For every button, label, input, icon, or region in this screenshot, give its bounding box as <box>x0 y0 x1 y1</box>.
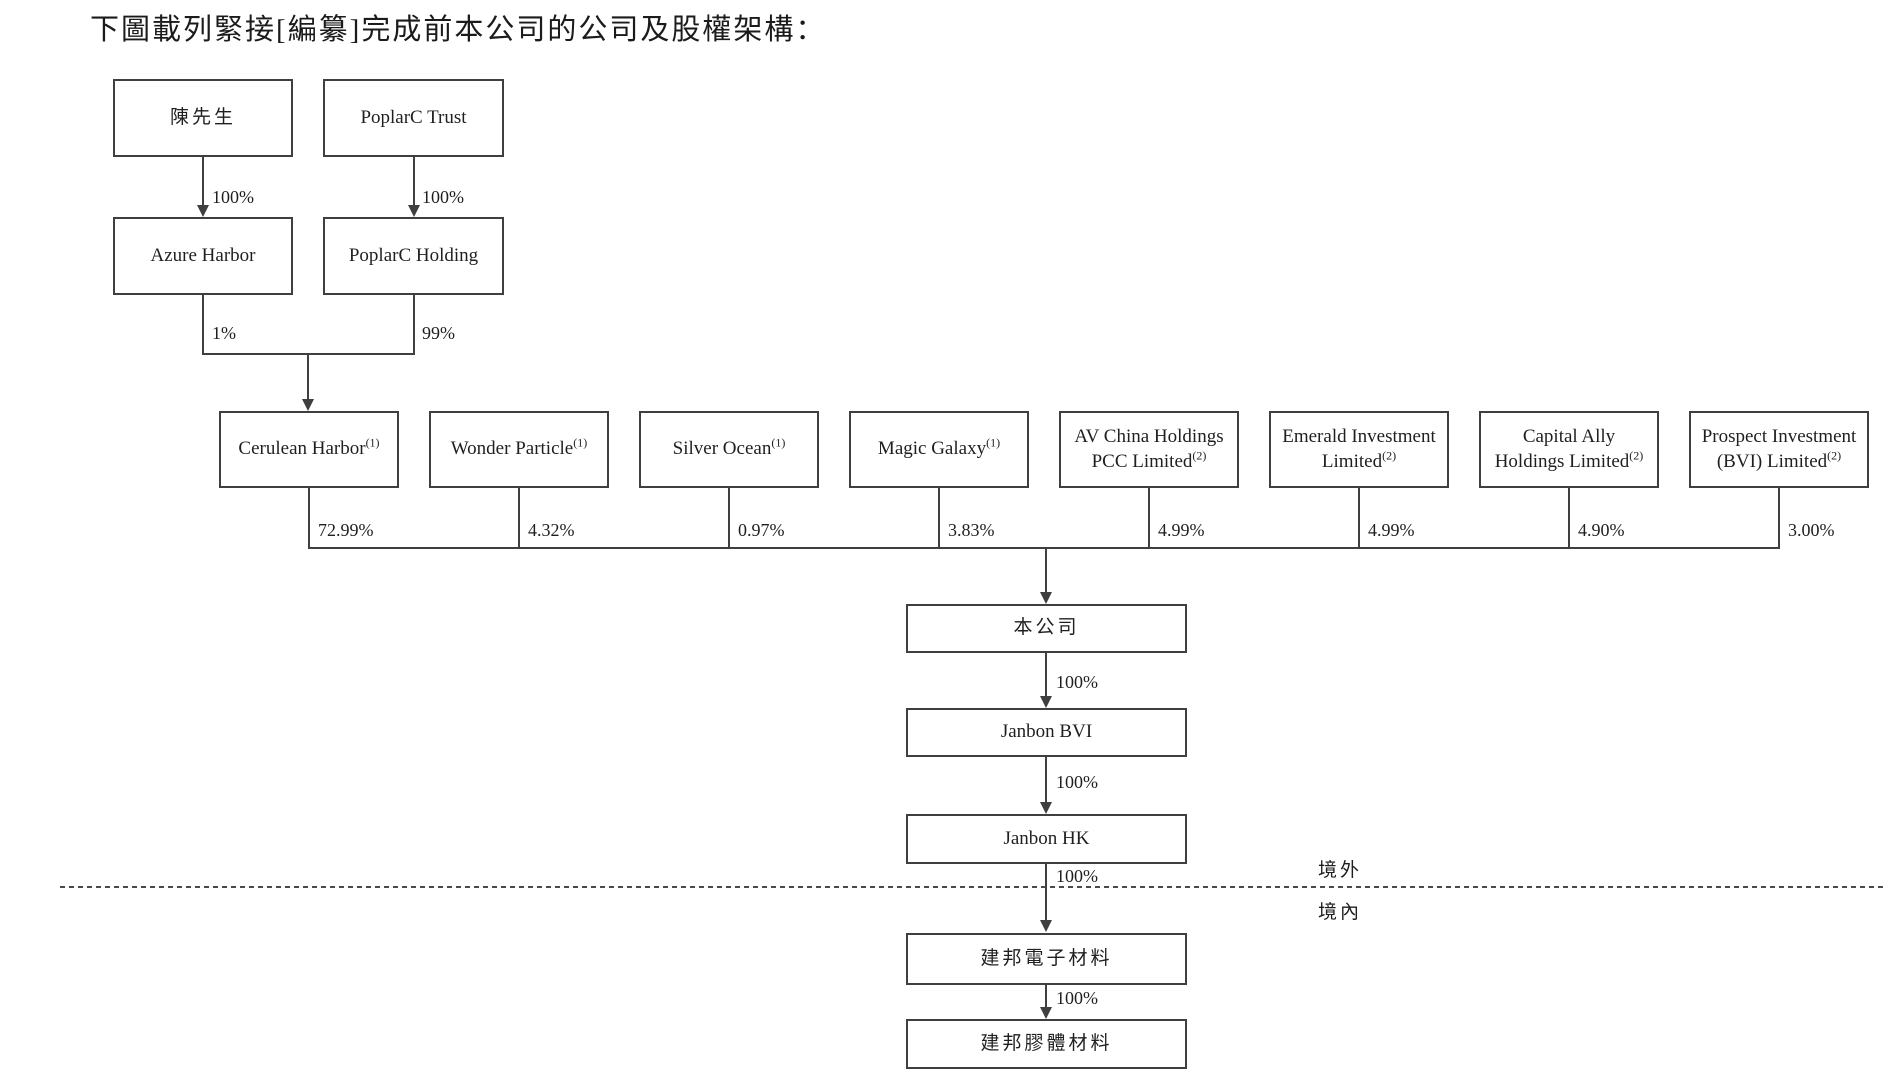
node-azure-harbor: Azure Harbor <box>113 217 293 295</box>
node-label: Magic Galaxy(1) <box>877 436 1001 460</box>
arrow-down-icon <box>1040 802 1052 814</box>
node-label: (BVI) Limited(2) <box>1716 448 1842 472</box>
ownership-pct: 4.99% <box>1368 520 1415 540</box>
node-label: Janbon BVI <box>1000 721 1093 743</box>
node-label: PoplarC Holding <box>348 244 479 266</box>
node-emerald-investment: Emerald Investment Limited(2) <box>1269 411 1449 488</box>
region-label-onshore: 境內 <box>1318 902 1363 923</box>
node-jianbang-colloid-materials: 建邦膠體材料 <box>906 1019 1187 1069</box>
footnote-ref: (2) <box>1827 448 1842 463</box>
node-label: Cerulean Harbor(1) <box>238 436 380 460</box>
edge-azure-down <box>202 295 204 353</box>
ownership-pct: 4.99% <box>1158 520 1205 540</box>
footnote-ref: (1) <box>365 436 380 451</box>
node-label: Silver Ocean(1) <box>672 436 786 460</box>
node-label: 建邦電子材料 <box>980 947 1113 969</box>
ownership-pct: 99% <box>422 323 455 343</box>
footnote-ref: (2) <box>1629 448 1644 463</box>
ownership-pct: 4.90% <box>1578 520 1625 540</box>
ownership-pct: 3.00% <box>1788 520 1835 540</box>
arrow-down-icon <box>1040 592 1052 604</box>
node-cerulean-harbor: Cerulean Harbor(1) <box>219 411 399 488</box>
arrow-down-icon <box>1040 696 1052 708</box>
ownership-pct: 4.32% <box>528 520 575 540</box>
ownership-pct: 100% <box>1056 772 1098 792</box>
node-janbon-bvi: Janbon BVI <box>906 708 1187 757</box>
node-silver-ocean: Silver Ocean(1) <box>639 411 819 488</box>
node-label: 陳先生 <box>169 106 236 128</box>
node-label: 本公司 <box>1013 617 1080 639</box>
node-magic-galaxy: Magic Galaxy(1) <box>849 411 1029 488</box>
ownership-pct: 100% <box>1056 866 1098 886</box>
edge-shareholder-stub <box>308 488 310 547</box>
edge-chen-to-azure <box>202 157 204 206</box>
ownership-pct: 3.83% <box>948 520 995 540</box>
ownership-pct: 0.97% <box>738 520 785 540</box>
ownership-pct: 1% <box>212 323 236 343</box>
ownership-pct: 100% <box>422 187 464 207</box>
edge-shareholder-bus <box>308 547 1780 549</box>
edge-janbon-bvi-to-janbon-hk <box>1045 757 1047 803</box>
ownership-pct: 72.99% <box>318 520 374 540</box>
node-label: 建邦膠體材料 <box>980 1032 1113 1054</box>
edge-to-cerulean <box>307 353 309 400</box>
node-label: Limited(2) <box>1321 448 1397 472</box>
edge-trust-to-holding <box>413 157 415 206</box>
edge-shareholder-stub <box>1148 488 1150 547</box>
node-prospect-investment: Prospect Investment (BVI) Limited(2) <box>1689 411 1869 488</box>
node-label: Wonder Particle(1) <box>450 436 588 460</box>
edge-bus-to-company <box>1045 547 1047 593</box>
ownership-pct: 100% <box>212 187 254 207</box>
arrow-down-icon <box>302 399 314 411</box>
node-label: PoplarC Trust <box>360 106 467 128</box>
footnote-ref: (1) <box>573 436 588 451</box>
node-capital-ally: Capital Ally Holdings Limited(2) <box>1479 411 1659 488</box>
arrow-down-icon <box>1040 920 1052 932</box>
arrow-down-icon <box>197 205 209 217</box>
edge-shareholder-stub <box>518 488 520 547</box>
node-label: Prospect Investment <box>1701 426 1857 448</box>
node-janbon-hk: Janbon HK <box>906 814 1187 864</box>
arrow-down-icon <box>1040 1007 1052 1019</box>
node-label: Azure Harbor <box>150 244 256 266</box>
edge-shareholder-stub <box>1778 488 1780 547</box>
jurisdiction-divider <box>60 886 1884 888</box>
footnote-ref: (2) <box>1192 448 1207 463</box>
ownership-pct: 100% <box>1056 988 1098 1008</box>
edge-company-to-janbon-bvi <box>1045 653 1047 697</box>
node-label: AV China Holdings <box>1074 426 1224 448</box>
node-label: Emerald Investment <box>1282 426 1436 448</box>
node-poplarc-holding: PoplarC Holding <box>323 217 504 295</box>
edge-shareholder-stub <box>938 488 940 547</box>
node-label: PCC Limited(2) <box>1091 448 1207 472</box>
node-av-china-holdings: AV China Holdings PCC Limited(2) <box>1059 411 1239 488</box>
region-label-offshore: 境外 <box>1318 860 1363 881</box>
edge-electronic-to-colloid <box>1045 985 1047 1008</box>
node-mr-chen: 陳先生 <box>113 79 293 157</box>
arrow-down-icon <box>408 205 420 217</box>
footnote-ref: (2) <box>1382 448 1397 463</box>
ownership-pct: 100% <box>1056 672 1098 692</box>
page-title: 下圖載列緊接[編纂]完成前本公司的公司及股權架構： <box>90 14 827 46</box>
node-company: 本公司 <box>906 604 1187 653</box>
edge-shareholder-stub <box>1358 488 1360 547</box>
node-jianbang-electronic-materials: 建邦電子材料 <box>906 933 1187 985</box>
edge-shareholder-stub <box>728 488 730 547</box>
edge-holding-down <box>413 295 415 353</box>
edge-janbon-hk-to-electronic <box>1045 864 1047 921</box>
node-label: Janbon HK <box>1003 827 1090 849</box>
node-label: Holdings Limited(2) <box>1494 448 1644 472</box>
node-wonder-particle: Wonder Particle(1) <box>429 411 609 488</box>
node-label: Capital Ally <box>1522 426 1616 448</box>
node-poplarc-trust: PoplarC Trust <box>323 79 504 157</box>
footnote-ref: (1) <box>986 436 1001 451</box>
footnote-ref: (1) <box>771 436 786 451</box>
edge-shareholder-stub <box>1568 488 1570 547</box>
